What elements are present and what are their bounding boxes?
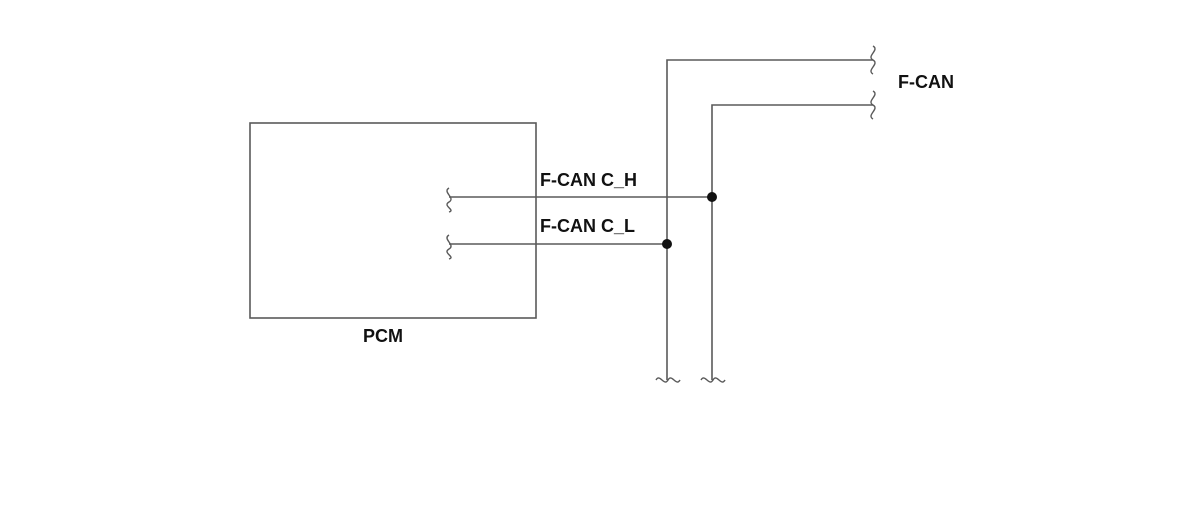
junction-dot-icon	[707, 192, 717, 202]
f-can-bus-wire-2	[711, 104, 873, 380]
wire-break-icon	[446, 234, 452, 260]
pcm-label: PCM	[363, 326, 403, 346]
f-can-bus-label: F-CAN	[898, 72, 954, 92]
wire-break-icon	[870, 45, 876, 75]
wire-break-icon	[870, 90, 876, 120]
junction-dot-icon	[662, 239, 672, 249]
can-high-label: F-CAN C_H	[540, 170, 637, 190]
wire-break-icon	[446, 187, 452, 213]
can-low-label: F-CAN C_L	[540, 216, 635, 236]
wire-break-icon	[655, 377, 681, 383]
f-can-bus-wire-1	[666, 59, 873, 380]
pcm-module-box	[249, 122, 537, 319]
wire-break-icon	[700, 377, 726, 383]
